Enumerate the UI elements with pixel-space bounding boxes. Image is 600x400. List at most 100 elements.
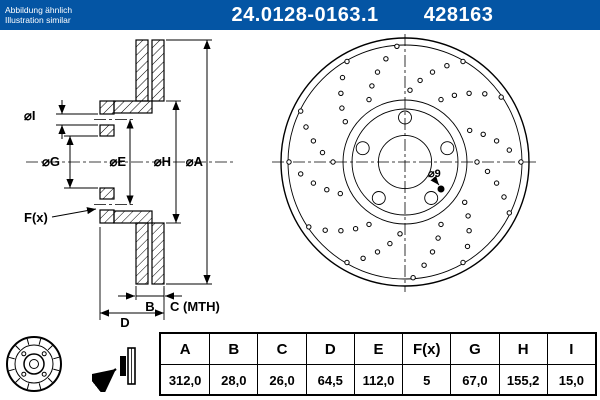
dimension-annotations: ⌀A ⌀H ⌀E ⌀G ⌀I F(x) B C (MTH) [24, 39, 220, 330]
table-value-cell: 64,5 [305, 364, 354, 396]
drilled-hole [460, 259, 466, 266]
leader-f-x [51, 207, 97, 218]
drilled-hole [438, 96, 444, 103]
label-dia-a: ⌀A [186, 154, 204, 169]
flange [99, 100, 115, 115]
hat-circle [342, 99, 468, 225]
brake-disc-icon [6, 336, 62, 392]
drilled-hole [324, 187, 330, 193]
label-dia-9: ⌀9 [428, 168, 441, 180]
center-bore [377, 134, 433, 190]
reference-number: 428163 [423, 3, 494, 26]
disc-outer-edge [280, 37, 530, 287]
drilled-hole [330, 159, 336, 165]
table-value-cell: 112,0 [353, 364, 403, 396]
bolt-hole [371, 191, 386, 205]
table-header-cell: F(x) [402, 334, 450, 364]
table-header-cell: E [353, 334, 402, 364]
drilled-hole [360, 255, 366, 262]
cross-section-view [26, 39, 236, 285]
drilled-holes-pattern [286, 43, 524, 281]
drilled-hole [460, 58, 466, 65]
part-number: 24.0128-0163.1 [231, 3, 379, 26]
note-line-2: Illustration similar [5, 15, 71, 25]
table-header-cell: I [546, 334, 595, 364]
drilled-hole [484, 168, 491, 175]
drilled-hole [298, 171, 304, 177]
drilled-hole [474, 159, 480, 165]
hub-circle [351, 108, 459, 216]
table-header-cell: A [179, 340, 191, 358]
drilled-hole [451, 92, 458, 99]
leader-dia-9 [430, 175, 440, 186]
bolt-hole [398, 110, 412, 125]
label-f-x: F(x) [24, 210, 48, 225]
drilled-hole [493, 180, 500, 186]
drilled-hole [421, 262, 427, 268]
drilled-hole [366, 96, 372, 103]
flange [99, 187, 115, 200]
friction-plate [151, 222, 165, 285]
drilled-hole [338, 228, 344, 234]
set-screw-hole [437, 185, 445, 193]
bolt-hole [424, 191, 439, 205]
drilled-hole [480, 131, 486, 138]
front-view: ⌀9 [272, 34, 538, 292]
drilled-hole [438, 221, 444, 228]
drilled-hole [319, 149, 326, 156]
table-value-cell: 312,0 [161, 364, 210, 396]
drilled-hole [397, 231, 403, 237]
drilled-hole [493, 138, 500, 144]
drilled-hole [303, 124, 309, 130]
drilled-hole [466, 90, 472, 96]
drilled-hole [410, 275, 416, 281]
drilled-hole [339, 74, 346, 81]
table-value-cell: 26,0 [257, 364, 306, 396]
drilled-hole [498, 94, 504, 100]
brake-pad-icon [92, 347, 136, 392]
drilled-hole [352, 226, 359, 232]
drilled-hole [429, 249, 436, 255]
drilled-hole [337, 190, 343, 197]
label-dia-h: ⌀H [154, 154, 171, 169]
table-value-cell: 5 [402, 364, 451, 396]
drilled-hole [407, 87, 413, 93]
drilled-hole [444, 63, 450, 69]
drilled-hole [306, 224, 312, 230]
technical-drawing: ⌀A ⌀H ⌀E ⌀G ⌀I F(x) B C (MTH) [24, 34, 538, 330]
table-header-cell: D [305, 334, 354, 364]
drilled-hole [429, 69, 436, 75]
drilled-hole [342, 119, 348, 125]
table-header-cell: B [209, 334, 257, 364]
table-header-cell: H [498, 334, 547, 364]
drilled-hole [464, 243, 471, 250]
label-dia-e: ⌀E [110, 154, 127, 169]
drilled-hole [506, 210, 512, 216]
drilled-hole [387, 240, 393, 247]
drilled-hole [506, 147, 512, 153]
drilled-hole [417, 77, 423, 84]
drilled-hole [467, 127, 473, 134]
drilled-hole [310, 138, 317, 144]
table-value-cell: 155,2 [498, 364, 547, 396]
header-bar: Abbildung ähnlich Illustration similar 2… [0, 0, 600, 30]
similarity-note: Abbildung ähnlich Illustration similar [5, 5, 125, 25]
drilled-hole [466, 228, 472, 234]
bolt-hole [355, 141, 370, 156]
drilled-hole [374, 249, 381, 255]
drilled-hole [462, 199, 468, 206]
table-value-cell: 15,0 [546, 364, 595, 396]
drilled-hole [383, 56, 389, 62]
label-dia-g: ⌀G [42, 154, 60, 169]
drilled-hole [518, 159, 524, 165]
drilled-hole [374, 69, 381, 75]
drilled-hole [310, 180, 317, 186]
hat-wall [113, 100, 153, 114]
label-b: B [145, 299, 154, 314]
bolt-hole [440, 141, 455, 156]
drilled-hole [322, 227, 328, 233]
part-numbers: 24.0128-0163.1 428163 [125, 4, 600, 27]
drilled-hole [339, 105, 345, 111]
drilled-hole [286, 159, 292, 165]
drilled-hole [435, 235, 441, 241]
